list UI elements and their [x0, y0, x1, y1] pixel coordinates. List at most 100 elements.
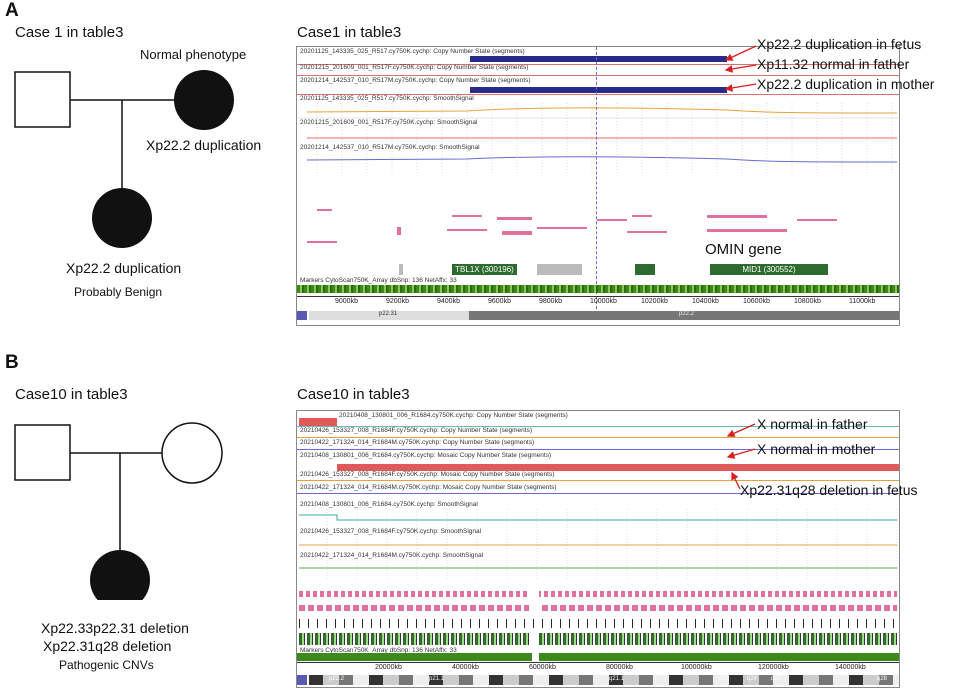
- mother-duplication-segment: [470, 87, 727, 93]
- axis-tick: 9400kb: [437, 298, 460, 305]
- arrow-icon: [731, 471, 741, 490]
- fetus-duplication-segment: [470, 56, 727, 62]
- fetus-mosaic-deletion-segment: [337, 464, 899, 471]
- band-p2231: p22.31: [309, 311, 469, 320]
- track-label: 20210422_171324_014_R1684M.cy750K.cychp:…: [300, 552, 484, 559]
- axis-tick: 10400kb: [692, 298, 719, 305]
- track-label: 20210426_153327_008_R1684F.cy750K.cychp:…: [300, 427, 532, 434]
- browser-close-icon[interactable]: [297, 311, 307, 320]
- annotation-mother: X normal in mother: [757, 441, 876, 457]
- gene-row-1: [299, 591, 897, 597]
- mother-symbol: [174, 70, 234, 130]
- child-classification: Pathogenic CNVs: [59, 658, 154, 672]
- track-label: 20210422_171324_014_R1684M.cy750K.cychp:…: [300, 439, 535, 446]
- panel-a-browser-title: Case1 in table3: [297, 24, 402, 41]
- track-label: 20201215_201609_001_R517F.cy750K.cychp: …: [300, 119, 478, 126]
- gene-box-grey: [537, 264, 582, 275]
- omin-gene-label: OMIN gene: [705, 241, 782, 258]
- gene-box-small: [635, 264, 655, 275]
- markers-label: Markers CytoScan750K_Array dbSnp: 136 Ne…: [300, 277, 457, 284]
- arrow-icon: [726, 423, 756, 437]
- axis-tick: 120000kb: [758, 664, 789, 671]
- child-cnv-label-2: Xp22.31q28 deletion: [43, 638, 172, 654]
- mother-symbol: [161, 422, 223, 484]
- fetus-pter-deletion: [299, 418, 337, 426]
- annotation-father: X normal in father: [757, 416, 868, 432]
- gene-row-3: [299, 619, 897, 628]
- axis-tick: 9200kb: [386, 298, 409, 305]
- signal-grid: [316, 103, 893, 173]
- axis-tick: 10200kb: [641, 298, 668, 305]
- panel-b-genome-browser: 20210408_130801_006_R1684.cy750K.cychp: …: [296, 410, 900, 688]
- panel-b-pedigree: [14, 422, 223, 600]
- child-classification: Probably Benign: [74, 285, 163, 299]
- child-cnv-label-1: Xp22.33p22.31 deletion: [41, 620, 189, 636]
- axis-tick: 40000kb: [452, 664, 479, 671]
- child-symbol: [90, 550, 150, 600]
- annotation-fetus: Xp22.2 duplication in fetus: [757, 36, 922, 52]
- smooth-signal-fetus: [299, 514, 897, 521]
- marker-track: [297, 285, 899, 293]
- arrow-icon: [724, 64, 757, 73]
- gene-box-tbl1x: TBL1X (300196): [452, 264, 517, 275]
- gene-box-mid1: MID1 (300552): [710, 264, 828, 275]
- axis-tick: 80000kb: [606, 664, 633, 671]
- smooth-signal-fetus: [297, 107, 899, 119]
- track-label: 20201214_142537_010_R517M.cy750K.cychp: …: [300, 77, 531, 84]
- axis-tick: 10000kb: [590, 298, 617, 305]
- smooth-signal-father: [307, 137, 897, 139]
- axis-tick: 140000kb: [835, 664, 866, 671]
- axis-tick: 100000kb: [681, 664, 712, 671]
- panel-a-pedigree: [14, 70, 234, 248]
- annotation-father: Xp11.32 normal in father: [757, 56, 910, 72]
- panel-b-arrows: [726, 423, 756, 490]
- panel-b-browser-title: Case10 in table3: [297, 386, 410, 403]
- marker-track-left: [297, 653, 532, 661]
- arrow-icon: [724, 45, 757, 61]
- signal-grid: [326, 509, 898, 579]
- track-label: 20210426_153327_008_R1684F.cy750K.cychp:…: [300, 528, 482, 535]
- gene-row-2: [299, 605, 897, 611]
- mother-cnv-label: Xp22.2 duplication: [146, 137, 262, 153]
- track-label: 20210422_171324_014_R1684M.cy750K.cychp:…: [300, 484, 557, 491]
- mother-phenotype-label: Normal phenotype: [140, 47, 247, 62]
- gene-box-tiny: [399, 264, 403, 275]
- panel-a-arrows: [724, 45, 757, 92]
- track-label: 20201125_143335_025_R517.cy750K.cychp: C…: [300, 48, 525, 55]
- axis-tick: 60000kb: [529, 664, 556, 671]
- child-cnv-label: Xp22.2 duplication: [66, 260, 182, 276]
- track-label: 20201214_142537_010_R517M.cy750K.cychp: …: [300, 144, 480, 151]
- panel-a-letter: A: [5, 0, 19, 21]
- arrow-icon: [724, 83, 757, 92]
- axis-tick: 20000kb: [375, 664, 402, 671]
- panel-b-pedigree-title: Case10 in table3: [15, 386, 128, 403]
- track-label: 20210408_130801_006_R1684.cy750K.cychp: …: [300, 501, 478, 508]
- father-symbol: [14, 71, 71, 128]
- axis-tick: 10600kb: [743, 298, 770, 305]
- axis-tick: 9800kb: [539, 298, 562, 305]
- marker-track-right: [539, 653, 899, 661]
- axis-b: 20000kb 40000kb 60000kb 80000kb 100000kb…: [297, 662, 899, 675]
- annotation-fetus: Xp22.31q28 deletion in fetus: [740, 482, 918, 498]
- browser-close-icon[interactable]: [297, 675, 307, 685]
- axis-a: 9000kb 9200kb 9400kb 9600kb 9800kb 10000…: [297, 296, 899, 309]
- axis-tick: 11000kb: [849, 298, 876, 305]
- ideogram: p22.2 p21.1 q21.1 q23 q24 q25 q28: [309, 675, 899, 685]
- track-label: 20210408_130801_006_R1684.cy750K.cychp: …: [300, 452, 552, 459]
- markers-label: Markers CytoScan750K_Array dbSnp: 136 Ne…: [300, 647, 457, 654]
- panel-b-letter: B: [5, 352, 19, 373]
- annotation-mother: Xp22.2 duplication in mother: [757, 76, 935, 92]
- smooth-signal-mother: [306, 156, 898, 163]
- panel-a-genome-browser: 20201125_143335_025_R517.cy750K.cychp: C…: [296, 46, 900, 326]
- gene-features: [307, 209, 837, 243]
- track-label: 20210408_130801_006_R1684.cy750K.cychp: …: [339, 412, 568, 419]
- father-symbol: [14, 424, 71, 481]
- axis-tick: 9000kb: [335, 298, 358, 305]
- track-label: 20201215_201609_001_R517F.cy750K.cychp: …: [300, 64, 529, 71]
- arrow-icon: [726, 448, 756, 459]
- center-marker: [596, 47, 597, 319]
- panel-a-pedigree-title: Case 1 in table3: [15, 24, 124, 41]
- axis-tick: 9600kb: [488, 298, 511, 305]
- band-p222: p22.2: [469, 311, 899, 320]
- smooth-signal-father: [299, 544, 897, 546]
